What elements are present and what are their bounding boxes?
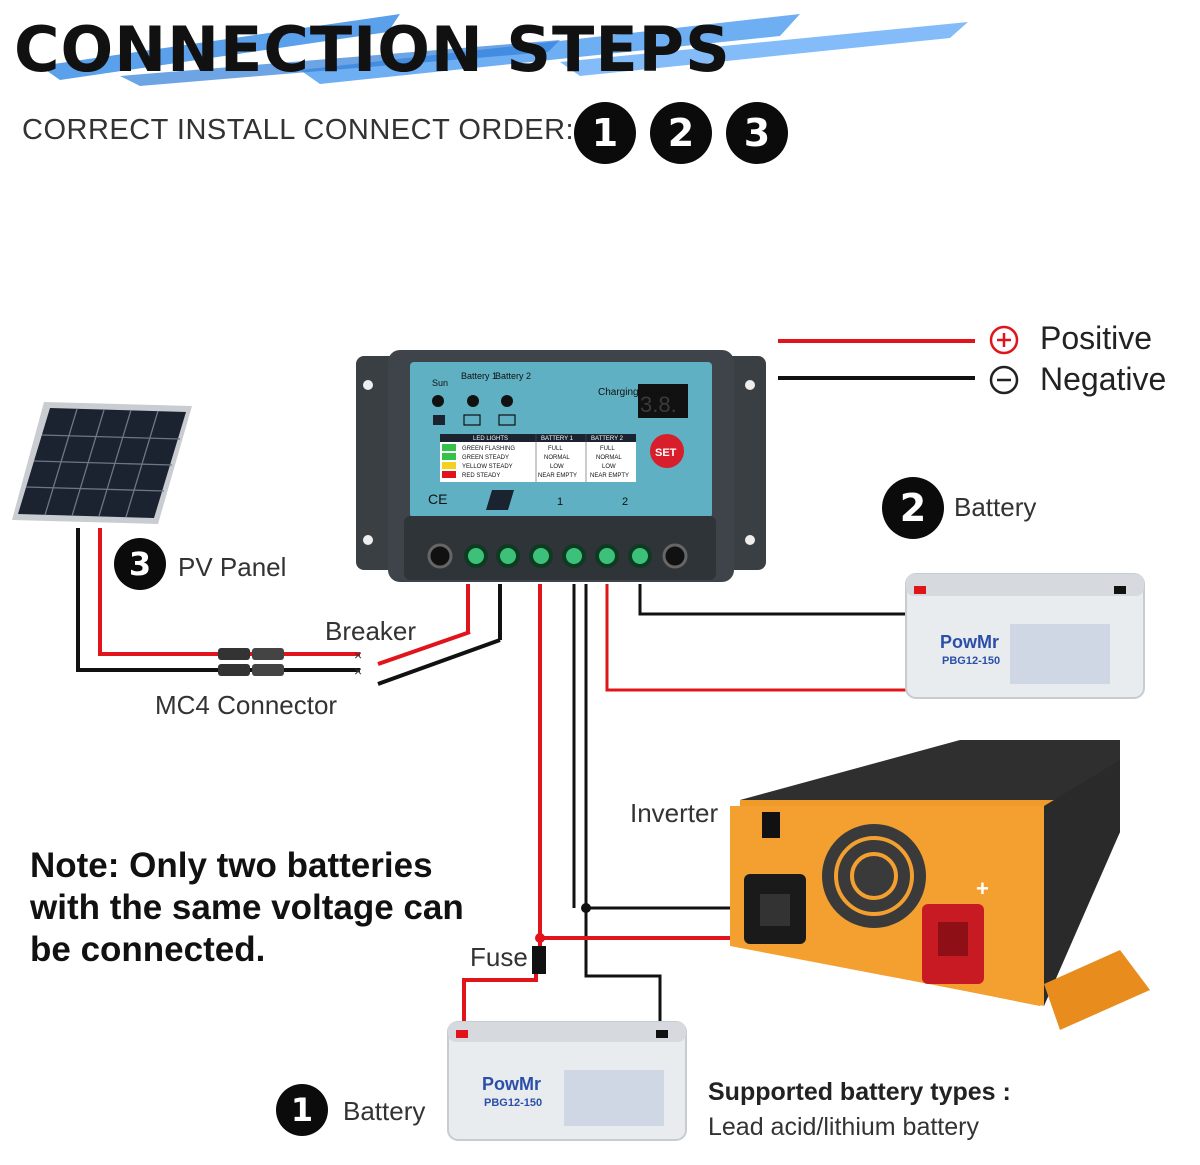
- svg-text:FULL: FULL: [548, 446, 563, 452]
- ce-mark: CE: [428, 491, 447, 507]
- set-button-label: SET: [655, 447, 677, 459]
- label-charging-priority: Charging priority: [598, 387, 671, 398]
- svg-text:FULL: FULL: [600, 446, 615, 452]
- order-step-3: 3: [726, 102, 788, 164]
- svg-text:NORMAL: NORMAL: [544, 455, 570, 461]
- svg-text:NEAR EMPTY: NEAR EMPTY: [590, 473, 629, 479]
- minus-icon: [989, 365, 1019, 395]
- charge-controller: [356, 350, 766, 582]
- priority-display: 3.8.: [640, 392, 677, 417]
- install-order-label: CORRECT INSTALL CONNECT ORDER:: [22, 114, 575, 146]
- battery-2-model: PBG12-150: [942, 655, 1000, 667]
- svg-text:GREEN STEADY: GREEN STEADY: [462, 455, 509, 461]
- battery-2-icon: [905, 573, 1145, 699]
- supported-types-list: Lead acid/lithium battery: [708, 1113, 979, 1141]
- svg-text:×: ×: [354, 663, 362, 679]
- svg-text:+: +: [976, 876, 989, 901]
- battery-2-brand: PowMr: [940, 632, 999, 652]
- svg-text:NEAR EMPTY: NEAR EMPTY: [538, 473, 577, 479]
- battery-1-icon: [447, 1021, 687, 1141]
- table-header-led: LED LIGHTS: [473, 436, 508, 442]
- terminal-mark-2: 2: [622, 496, 628, 508]
- solar-panel-icon: [12, 402, 192, 524]
- breaker-label: Breaker: [325, 616, 417, 646]
- order-step-1: 1: [574, 102, 636, 164]
- svg-text:×: ×: [354, 647, 362, 663]
- mc4-label: MC4 Connector: [155, 690, 338, 720]
- battery-1-step-badge: 1: [276, 1084, 328, 1136]
- table-header-b1: BATTERY 1: [541, 436, 574, 442]
- order-step-2: 2: [650, 102, 712, 164]
- set-button-icon: [650, 434, 684, 468]
- svg-text:LOW: LOW: [602, 464, 616, 470]
- svg-text:GREEN FLASHING: GREEN FLASHING: [462, 446, 515, 452]
- svg-text:NORMAL: NORMAL: [596, 455, 622, 461]
- breaker-switch-positive: [377, 630, 471, 666]
- mc4-connector-positive: [218, 648, 250, 660]
- plus-icon: [989, 325, 1019, 355]
- label-battery1: Battery 1: [461, 371, 497, 381]
- fuse-label: Fuse: [470, 942, 528, 972]
- battery-1-model: PBG12-150: [484, 1097, 542, 1109]
- pv-step-badge: 3: [114, 538, 166, 590]
- inverter-label: Inverter: [630, 798, 719, 828]
- pv-panel-label: PV Panel: [178, 552, 287, 582]
- mc4-connector-negative: [218, 664, 250, 676]
- legend-negative-label: Negative: [1040, 361, 1167, 397]
- svg-text:RED STEADY: RED STEADY: [462, 473, 500, 479]
- legend-positive-label: Positive: [1040, 320, 1153, 356]
- supported-types-title: Supported battery types :: [708, 1078, 1011, 1106]
- battery-2-label: Battery: [954, 492, 1037, 522]
- battery-1-brand: PowMr: [482, 1074, 541, 1094]
- title-brush-strokes: [40, 14, 968, 86]
- inverter-icon: [730, 740, 1150, 1030]
- terminal-mark-1: 1: [557, 496, 563, 508]
- fuse-icon: [532, 946, 546, 974]
- battery-1-label: Battery: [343, 1096, 426, 1126]
- svg-text:YELLOW STEADY: YELLOW STEADY: [462, 464, 513, 470]
- svg-text:LOW: LOW: [550, 464, 564, 470]
- note-text: Note: Only two batteries with the same v…: [30, 846, 464, 969]
- label-sun: Sun: [432, 378, 448, 388]
- page-title: CONNECTION STEPS: [14, 13, 731, 86]
- table-header-b2: BATTERY 2: [591, 436, 624, 442]
- breaker-switch-negative: [377, 638, 501, 686]
- label-battery2: Battery 2: [495, 371, 531, 381]
- battery-2-step-badge: 2: [882, 477, 944, 539]
